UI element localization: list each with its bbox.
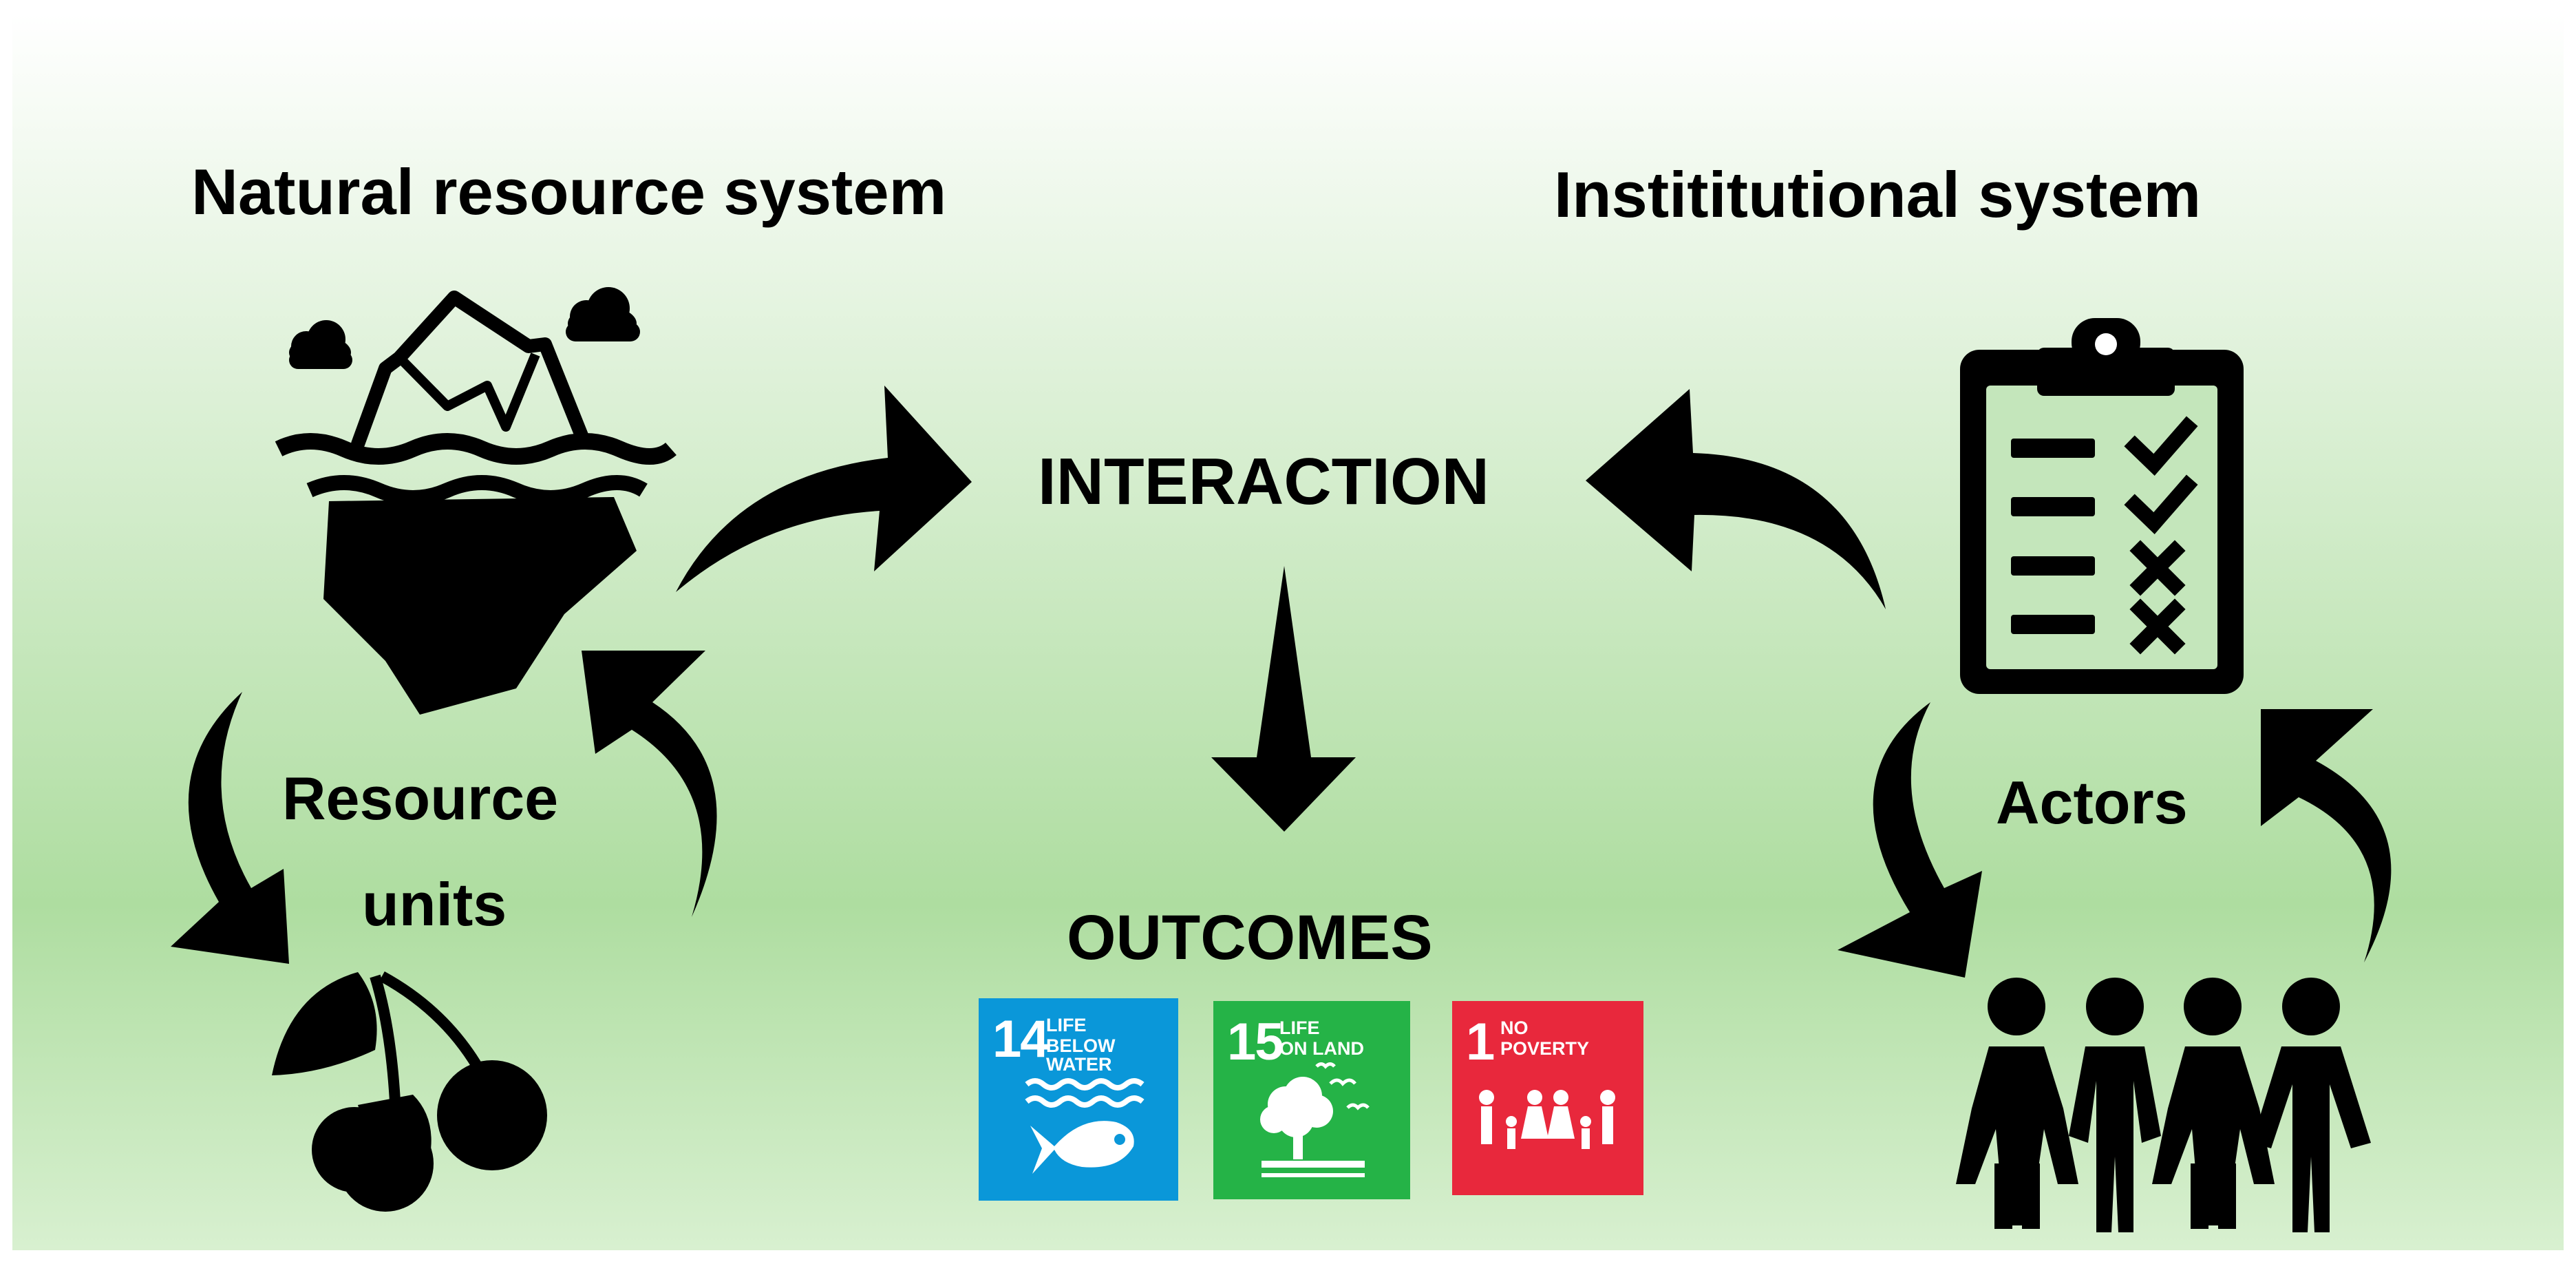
sdg-tile-15: 15 LIFE ON LAND bbox=[1213, 1001, 1410, 1199]
cloud-icon bbox=[289, 320, 352, 369]
sdg-title-line1: NO bbox=[1500, 1018, 1529, 1038]
person-icon bbox=[1956, 978, 2078, 1229]
natural-resource-system-title: Natural resource system bbox=[191, 156, 947, 228]
sdg-number: 1 bbox=[1466, 1013, 1495, 1071]
clipboard-checklist-icon bbox=[1960, 318, 2244, 694]
arrow-to-resource-units bbox=[171, 692, 289, 964]
cherry-icon bbox=[272, 971, 547, 1212]
arrow-to-interaction-right bbox=[1586, 389, 1886, 609]
tree-birds-icon bbox=[1260, 1062, 1370, 1177]
arrow-to-actors bbox=[1838, 702, 1982, 978]
resource-units-label-line2: units bbox=[362, 870, 507, 938]
actors-label: Actors bbox=[1996, 768, 2188, 836]
sdg-title-line2: ON LAND bbox=[1279, 1038, 1364, 1059]
sdg-number: 14 bbox=[992, 1010, 1050, 1068]
resource-units-label-line1: Resource bbox=[282, 764, 559, 832]
arrow-to-interaction-left bbox=[676, 386, 972, 592]
sdg-number: 15 bbox=[1227, 1013, 1284, 1071]
cloud-icon bbox=[566, 287, 640, 341]
arrow-to-outcomes bbox=[1211, 566, 1356, 832]
institutional-system-title: Instititutional system bbox=[1554, 158, 2202, 231]
interaction-label: INTERACTION bbox=[1038, 445, 1489, 518]
person-icon bbox=[2252, 978, 2371, 1232]
sdg-title-line2: BELOW WATER bbox=[1046, 1035, 1116, 1075]
sdg-tile-14: 14 LIFE BELOW WATER bbox=[979, 998, 1178, 1201]
sdg-title-line2: POVERTY bbox=[1500, 1038, 1590, 1059]
outcomes-label: OUTCOMES bbox=[1067, 903, 1433, 973]
sdg-tile-1: 1 NO POVERTY bbox=[1452, 1001, 1643, 1195]
person-icon bbox=[2069, 978, 2161, 1232]
family-icon bbox=[1479, 1090, 1615, 1149]
arrow-from-resource-units bbox=[582, 651, 717, 917]
fish-waves-icon bbox=[1025, 1078, 1145, 1174]
sdg-title-line1: LIFE bbox=[1279, 1018, 1320, 1038]
arrow-from-actors bbox=[2261, 709, 2392, 962]
iceberg-icon bbox=[275, 287, 677, 715]
people-group-icon bbox=[1956, 978, 2371, 1232]
person-icon bbox=[2152, 978, 2275, 1229]
sdg-title-line1: LIFE bbox=[1046, 1015, 1087, 1035]
